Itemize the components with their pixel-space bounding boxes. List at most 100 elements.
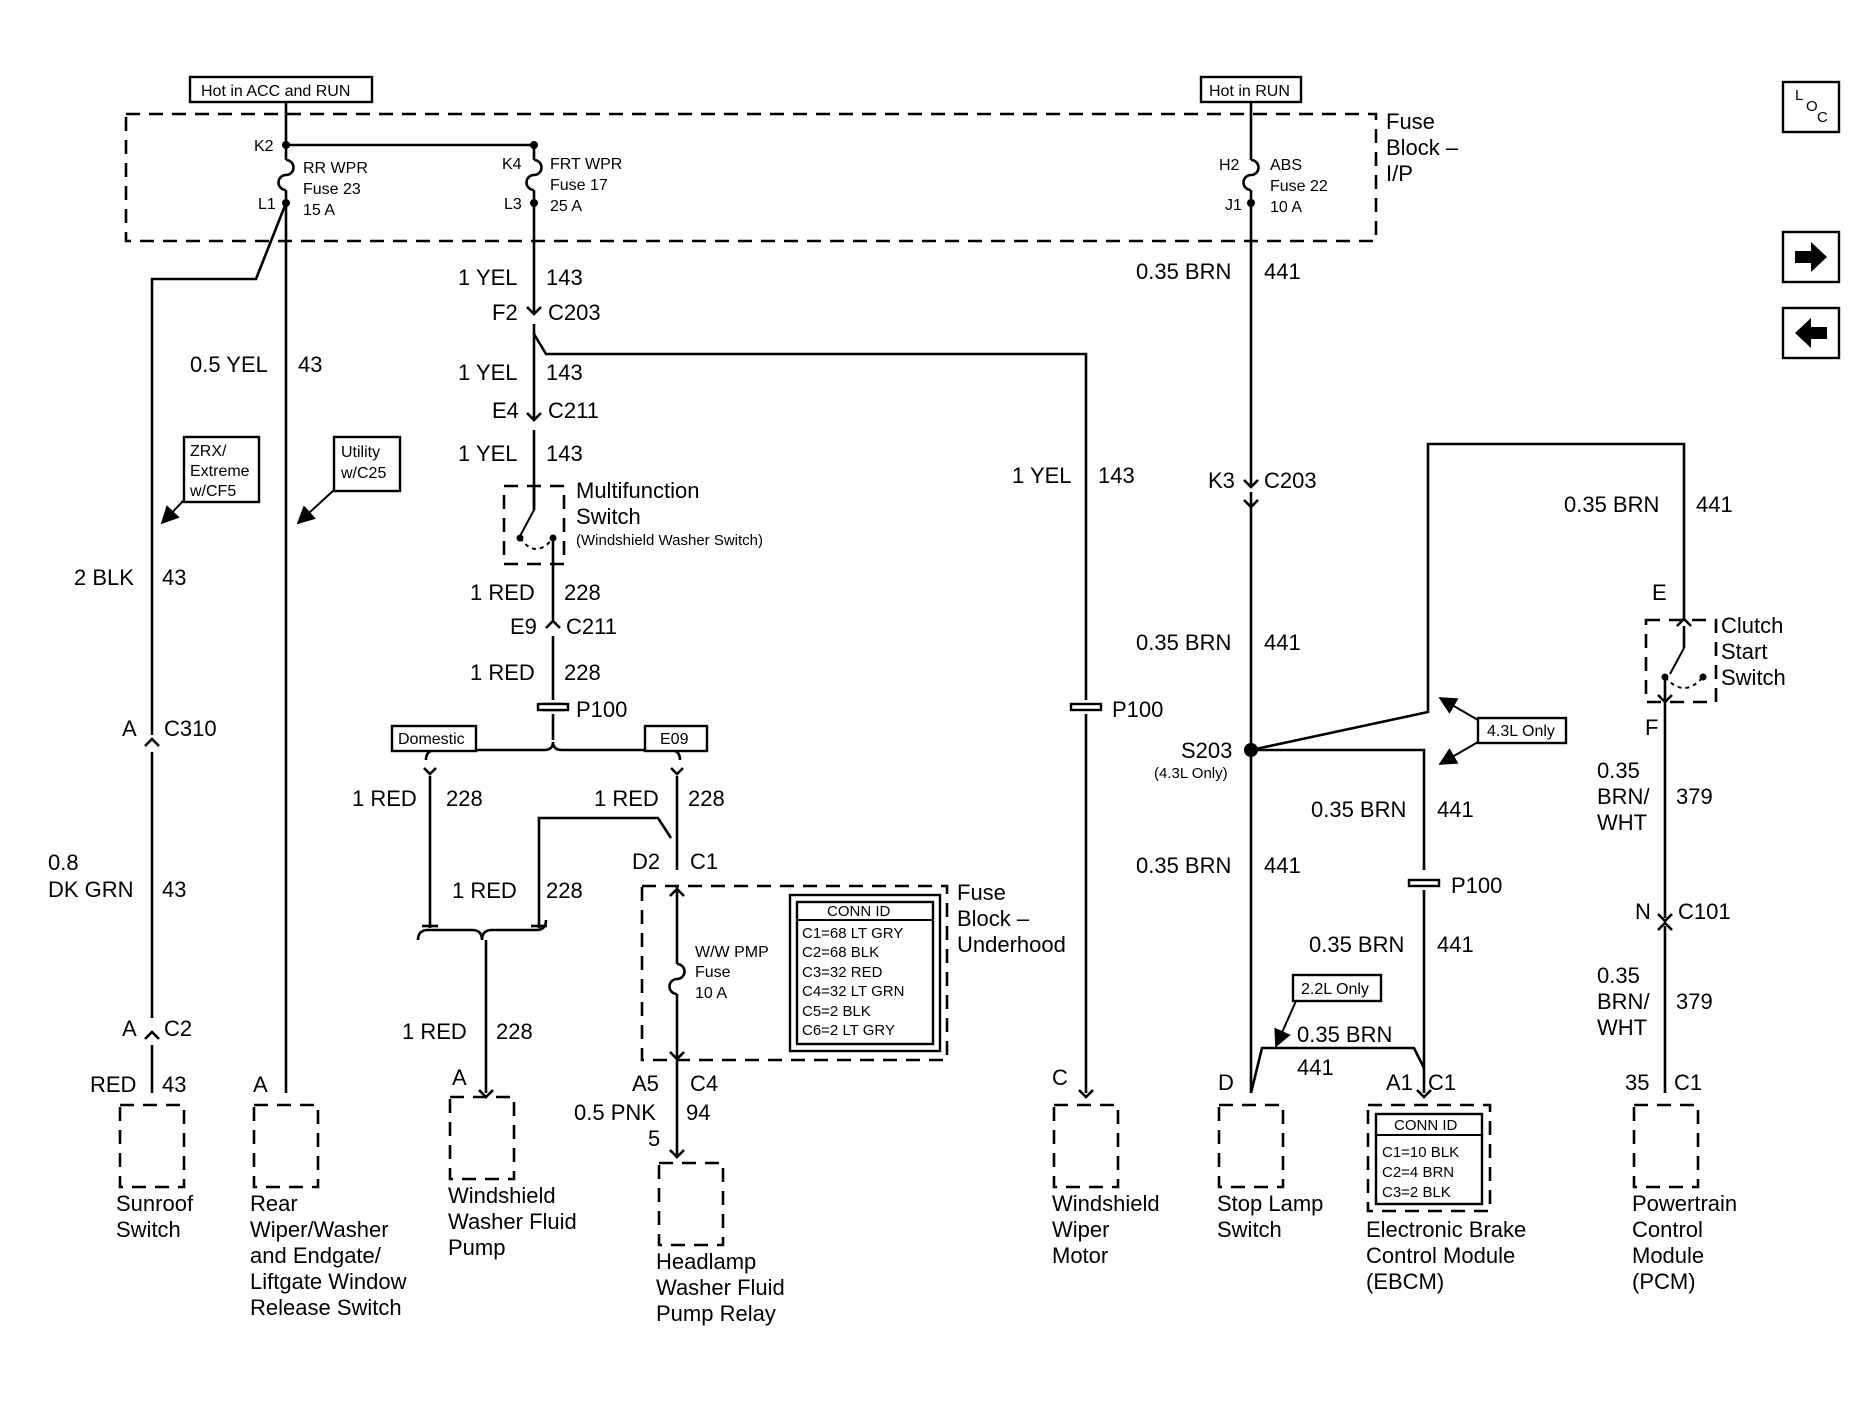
svg-text:C: C <box>1052 1065 1068 1090</box>
rear-wiper-washer-switch: Rear Wiper/Washer and Endgate/ Liftgate … <box>250 1103 407 1320</box>
svg-text:C211: C211 <box>548 398 599 423</box>
svg-text:S203: S203 <box>1181 738 1232 763</box>
22l-option-label: 2.2L Only <box>1274 973 1383 1048</box>
svg-text:C2=68 BLK: C2=68 BLK <box>802 944 879 961</box>
svg-text:379: 379 <box>1676 784 1713 809</box>
fuse-block-underhood: W/W PMP Fuse 10 A Fuse Block – Underhood <box>640 880 1066 1062</box>
svg-text:10 A: 10 A <box>1270 199 1302 216</box>
fuse-abs: H2 J1 ABS Fuse 22 10 A <box>1219 157 1328 216</box>
svg-text:Stop Lamp: Stop Lamp <box>1217 1191 1323 1216</box>
svg-text:143: 143 <box>1098 463 1135 488</box>
svg-text:Motor: Motor <box>1052 1243 1108 1268</box>
svg-text:0.5 PNK: 0.5 PNK <box>574 1100 656 1125</box>
svg-text:Electronic Brake: Electronic Brake <box>1366 1217 1526 1242</box>
svg-text:Powertrain: Powertrain <box>1632 1191 1737 1216</box>
svg-text:(EBCM): (EBCM) <box>1366 1269 1444 1294</box>
multifunction-switch: Multifunction Switch (Windshield Washer … <box>502 478 763 620</box>
svg-text:FRT WPR: FRT WPR <box>550 156 622 173</box>
svg-text:Headlamp: Headlamp <box>656 1249 756 1274</box>
svg-text:Multifunction: Multifunction <box>576 478 700 503</box>
loc-l-glyph: L <box>1795 87 1803 104</box>
svg-text:P100: P100 <box>576 697 627 722</box>
fuse-block-ip-title-2: Block – <box>1386 135 1459 160</box>
svg-text:0.35 BRN: 0.35 BRN <box>1309 932 1404 957</box>
svg-text:Switch: Switch <box>116 1217 181 1242</box>
svg-text:K3: K3 <box>1208 468 1235 493</box>
next-page-button[interactable] <box>1781 230 1841 284</box>
prev-page-button[interactable] <box>1781 306 1841 360</box>
svg-text:F: F <box>1645 715 1658 740</box>
svg-text:441: 441 <box>1297 1055 1334 1080</box>
fuse-block-ip: Fuse Block – I/P <box>124 109 1459 243</box>
svg-text:1 YEL: 1 YEL <box>458 265 518 290</box>
svg-text:228: 228 <box>496 1019 533 1044</box>
svg-text:C6=2 LT GRY: C6=2 LT GRY <box>802 1022 895 1039</box>
clutch-circuit: 0.35 BRN 441 E <box>1564 492 1733 620</box>
location-button[interactable]: L O C <box>1781 80 1841 134</box>
svg-text:C1: C1 <box>1428 1070 1456 1095</box>
svg-text:C203: C203 <box>1264 468 1317 493</box>
svg-text:and Endgate/: and Endgate/ <box>250 1243 382 1268</box>
pcm-circuit: F 0.35 BRN/ WHT 379 N C101 0.35 BRN/ WHT… <box>1597 702 1731 1095</box>
svg-text:94: 94 <box>686 1100 710 1125</box>
svg-text:43: 43 <box>162 565 186 590</box>
svg-text:Control: Control <box>1632 1217 1703 1242</box>
svg-text:Fuse 17: Fuse 17 <box>550 177 608 194</box>
43l-option-label: 4.3L Only <box>1438 697 1568 765</box>
underhood-conn-id-table: CONN ID C1=68 LT GRY C2=68 BLK C3=32 RED… <box>788 893 942 1053</box>
svg-text:228: 228 <box>564 580 601 605</box>
svg-text:Wiper/Washer: Wiper/Washer <box>250 1217 389 1242</box>
svg-text:H2: H2 <box>1219 157 1240 174</box>
utility-option-label: Utility w/C25 <box>296 435 402 525</box>
fuse-block-ip-title-1: Fuse <box>1386 109 1435 134</box>
svg-text:5: 5 <box>648 1126 660 1151</box>
svg-text:Washer Fluid: Washer Fluid <box>656 1275 785 1300</box>
fuse-rr-wpr: K2 L1 RR WPR Fuse 23 15 A <box>254 138 368 219</box>
washer-circuit: 1 YEL 143 F2 C203 1 YEL 143 E4 C211 1 YE… <box>458 203 601 510</box>
loc-o-glyph: O <box>1806 98 1818 115</box>
headlamp-washer-fluid-pump-relay: Headlamp Washer Fluid Pump Relay <box>656 1161 785 1326</box>
svg-text:441: 441 <box>1437 932 1474 957</box>
svg-text:ABS: ABS <box>1270 157 1302 174</box>
svg-text:1 RED: 1 RED <box>352 786 417 811</box>
hot-acc-run-label: Hot in ACC and RUN <box>188 75 374 104</box>
svg-text:1 YEL: 1 YEL <box>458 360 518 385</box>
svg-text:(PCM): (PCM) <box>1632 1269 1696 1294</box>
domestic-circuit: 1 RED 228 1 RED 228 1 RED 228 A <box>352 767 673 1093</box>
svg-text:441: 441 <box>1264 259 1301 284</box>
svg-text:(4.3L Only): (4.3L Only) <box>1154 765 1228 782</box>
svg-text:Liftgate Window: Liftgate Window <box>250 1269 407 1294</box>
domestic-option-label: Domestic <box>390 724 478 753</box>
svg-text:1 RED: 1 RED <box>470 660 535 685</box>
svg-text:228: 228 <box>546 878 583 903</box>
svg-text:0.35: 0.35 <box>1597 758 1640 783</box>
svg-text:Switch: Switch <box>1217 1217 1282 1242</box>
pcm: Powertrain Control Module (PCM) <box>1632 1103 1737 1294</box>
svg-text:1 RED: 1 RED <box>452 878 517 903</box>
svg-text:Extreme: Extreme <box>190 463 250 480</box>
svg-text:Pump: Pump <box>448 1235 505 1260</box>
svg-text:0.8: 0.8 <box>48 850 79 875</box>
arrow-left-icon <box>1795 318 1827 348</box>
svg-text:228: 228 <box>688 786 725 811</box>
svg-text:4.3L Only: 4.3L Only <box>1487 723 1555 740</box>
svg-text:143: 143 <box>546 360 583 385</box>
arrow-right-icon <box>1795 242 1827 272</box>
ebcm: CONN ID C1=10 BLK C2=4 BRN C3=2 BLK Elec… <box>1366 1103 1526 1294</box>
svg-text:0.35 BRN: 0.35 BRN <box>1136 259 1231 284</box>
svg-text:C2=4 BRN: C2=4 BRN <box>1382 1164 1454 1181</box>
svg-text:43: 43 <box>162 877 186 902</box>
ebcm-feed-circuit: 0.35 BRN 441 P100 0.35 BRN 441 0.35 BRN … <box>1249 442 1686 1099</box>
svg-text:10 A: 10 A <box>695 985 727 1002</box>
svg-text:2.2L Only: 2.2L Only <box>1301 981 1369 998</box>
svg-text:A1: A1 <box>1386 1070 1413 1095</box>
svg-text:0.35 BRN: 0.35 BRN <box>1136 853 1231 878</box>
svg-text:A: A <box>452 1065 467 1090</box>
svg-text:(Windshield Washer Switch): (Windshield Washer Switch) <box>576 532 763 549</box>
svg-text:F2: F2 <box>492 300 518 325</box>
svg-text:Fuse: Fuse <box>695 964 731 981</box>
loc-c-glyph: C <box>1817 109 1828 126</box>
svg-text:WHT: WHT <box>1597 1015 1647 1040</box>
svg-text:DK GRN: DK GRN <box>48 877 134 902</box>
svg-text:15 A: 15 A <box>303 202 335 219</box>
